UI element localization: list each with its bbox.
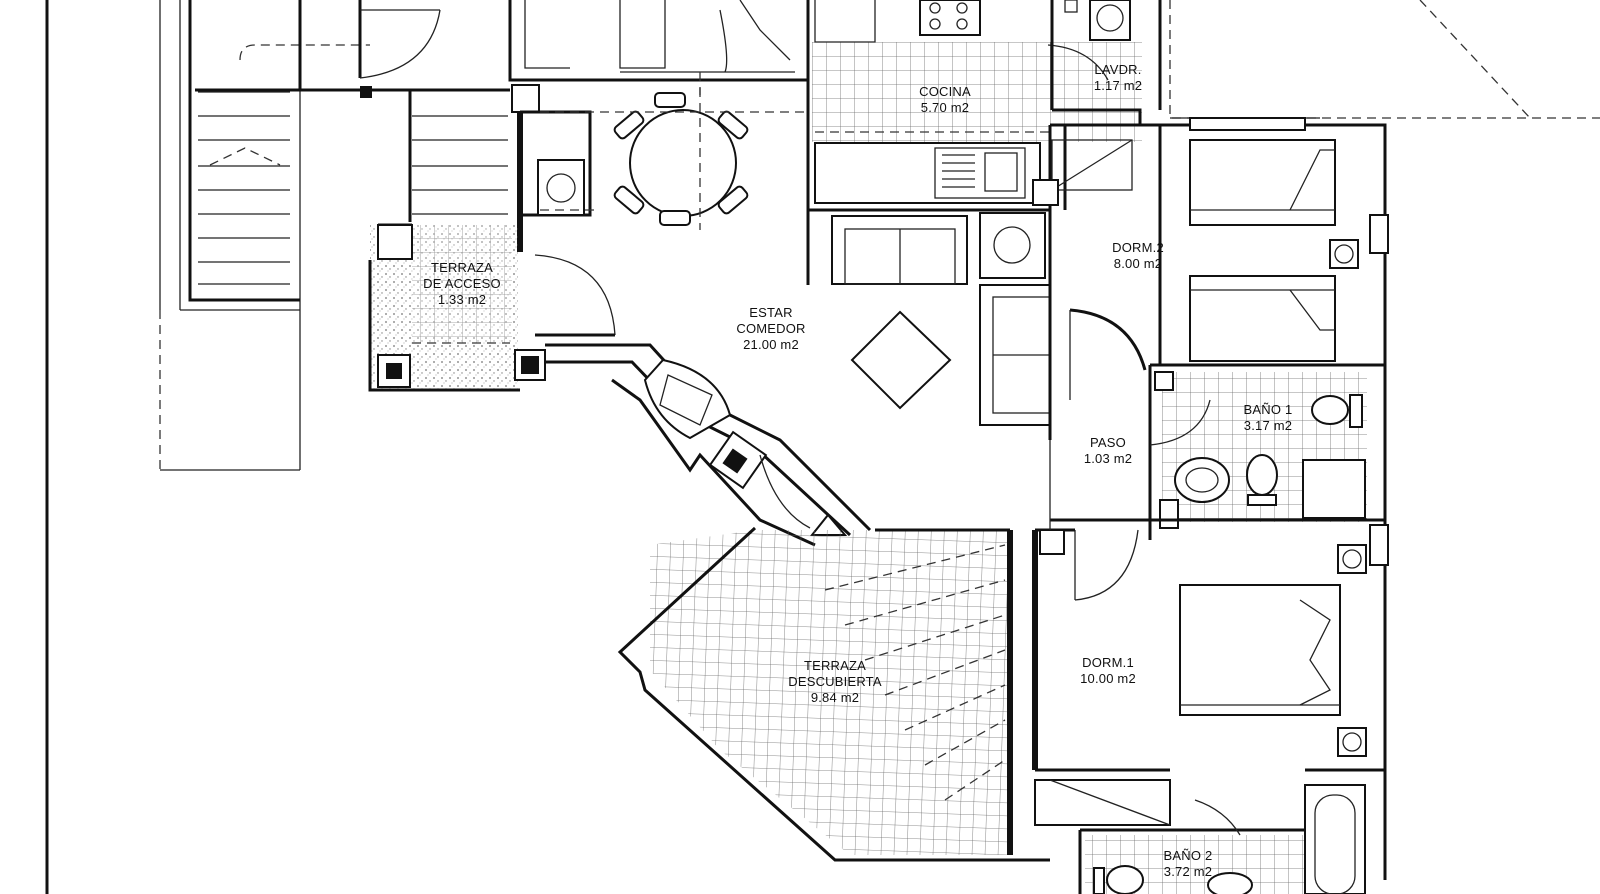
room-name: TERRAZA xyxy=(803,658,867,673)
laundry-room xyxy=(1050,0,1162,125)
room-name: BAÑO 1 xyxy=(1243,402,1293,417)
label-bano2: BAÑO 2 3.72 m2 xyxy=(1164,848,1213,880)
room-area: 5.70 m2 xyxy=(920,100,970,115)
site-boundary xyxy=(45,0,301,894)
room-name: TERRAZA xyxy=(430,260,494,275)
angled-wall-bay xyxy=(545,343,872,547)
room-area: 8.00 m2 xyxy=(1113,256,1163,271)
entry-door-top xyxy=(358,0,441,79)
hallway xyxy=(1069,308,1147,601)
room-name: PASO xyxy=(1090,435,1126,450)
room-area: 1.03 m2 xyxy=(1083,451,1133,466)
label-dorm2: DORM.2 8.00 m2 xyxy=(1112,240,1164,272)
label-lavadero: LAVDR. 1.17 m2 xyxy=(1094,62,1142,94)
room-name-2: DESCUBIERTA xyxy=(788,674,882,689)
access-terrace xyxy=(368,223,616,392)
room-name: BAÑO 2 xyxy=(1163,848,1213,863)
room-name: COCINA xyxy=(919,84,971,99)
label-terraza-descubierta: TERRAZA DESCUBIERTA 9.84 m2 xyxy=(788,658,881,706)
room-area: 9.84 m2 xyxy=(810,690,860,705)
room-area: 3.17 m2 xyxy=(1243,418,1293,433)
room-area: 3.72 m2 xyxy=(1163,864,1213,879)
room-name: LAVDR. xyxy=(1094,62,1142,77)
label-cocina: COCINA 5.70 m2 xyxy=(919,84,971,116)
bathroom-1 xyxy=(1148,363,1385,540)
room-area: 10.00 m2 xyxy=(1080,671,1136,686)
sofa-set xyxy=(831,212,1051,426)
label-paso: PASO 1.03 m2 xyxy=(1084,435,1132,467)
staircase-left xyxy=(179,0,510,311)
label-terraza-acceso: TERRAZA DE ACCESO 1.33 m2 xyxy=(423,260,501,308)
roof-terrace-outline xyxy=(1169,0,1600,119)
label-dorm1: DORM.1 10.00 m2 xyxy=(1080,655,1136,687)
room-area: 21.00 m2 xyxy=(743,337,799,352)
living-dashed-references xyxy=(540,88,810,230)
bathroom-2 xyxy=(1078,784,1366,894)
dining-table xyxy=(613,92,749,226)
bedroom-2 xyxy=(1032,117,1389,880)
living-left-walls xyxy=(511,84,592,252)
living-boundaries xyxy=(806,210,1051,530)
room-area: 1.17 m2 xyxy=(1093,78,1143,93)
bedroom-1 xyxy=(1032,518,1389,826)
room-name: ESTAR xyxy=(749,305,793,320)
room-name: DORM.2 xyxy=(1112,240,1164,255)
room-name: DORM.1 xyxy=(1082,655,1134,670)
open-terrace xyxy=(617,526,1050,862)
room-name-2: COMEDOR xyxy=(736,321,806,336)
label-estar-comedor: ESTAR COMEDOR 21.00 m2 xyxy=(736,305,805,353)
room-area: 1.33 m2 xyxy=(437,292,487,307)
staircase-upper xyxy=(508,0,810,95)
room-name-2: DE ACCESO xyxy=(423,276,501,291)
label-bano1: BAÑO 1 3.17 m2 xyxy=(1244,402,1293,434)
